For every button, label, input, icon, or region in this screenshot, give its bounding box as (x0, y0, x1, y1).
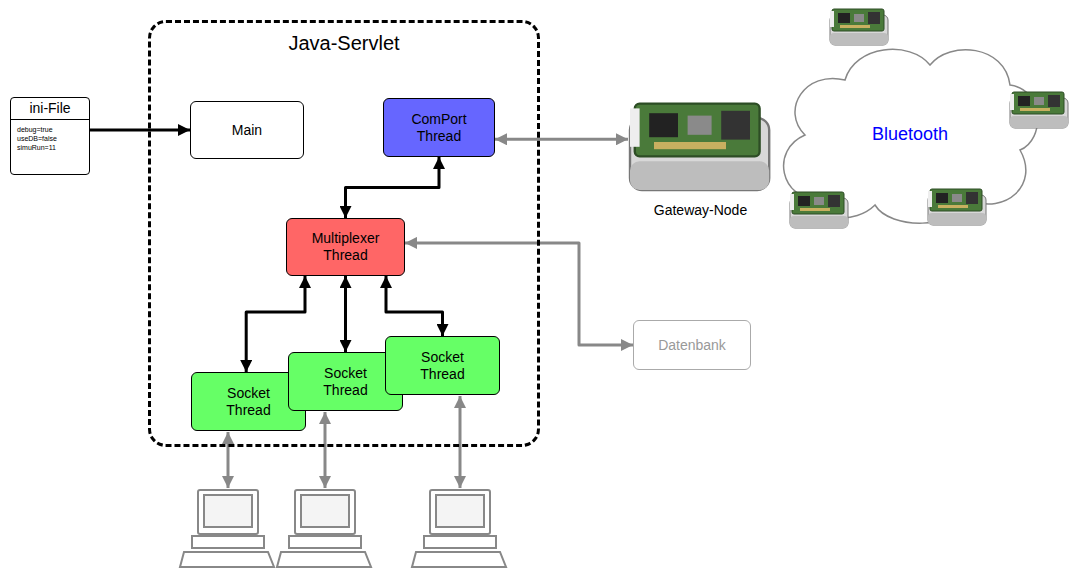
servlet-frame: Java-ServletMain ComPort ThreadMultiplexe… (148, 20, 540, 447)
connector-arrow (90, 129, 190, 132)
connector-arrow (386, 276, 443, 336)
connector-arrow (346, 157, 440, 218)
box-label: Datenbank (658, 337, 726, 354)
client-link (227, 432, 230, 488)
thread-box: Multiplexer Thread (286, 218, 405, 276)
file-body: debug=trueuseDB=falsesimuRun=11 (11, 120, 89, 157)
box-label: Socket Thread (206, 385, 291, 419)
box-label: Socket Thread (303, 365, 388, 399)
network-label: Bluetooth (810, 123, 1010, 145)
config-line: useDB=false (17, 134, 83, 143)
connector-arrow (405, 243, 633, 345)
connector-arrow (344, 276, 347, 352)
computer-icon (180, 490, 274, 567)
thread-box: ComPort Thread (383, 98, 495, 157)
file-title: ini-File (11, 98, 89, 120)
connector-arrow (495, 138, 628, 141)
network-cloud: Bluetooth (760, 0, 1075, 250)
process-box: Main (190, 101, 304, 159)
thread-box: Socket Thread (385, 336, 500, 395)
computer-icon (277, 490, 371, 567)
box-label: ComPort Thread (398, 111, 480, 145)
database-box: Datenbank (633, 320, 751, 370)
box-label: Main (232, 122, 262, 139)
frame-title: Java-Servlet (151, 31, 537, 55)
box-label: Multiplexer Thread (301, 230, 390, 264)
config-line: debug=true (17, 125, 83, 134)
gateway-picture (628, 90, 773, 200)
device-label: Gateway-Node (628, 202, 773, 219)
computer-icon (412, 490, 506, 567)
config-line: simuRun=11 (17, 143, 83, 152)
gateway-device: Gateway-Node (628, 90, 773, 220)
box-label: Socket Thread (400, 349, 485, 383)
client-link (459, 396, 462, 488)
config-file: ini-Filedebug=trueuseDB=falsesimuRun=11 (10, 97, 90, 175)
client-link (324, 412, 327, 488)
